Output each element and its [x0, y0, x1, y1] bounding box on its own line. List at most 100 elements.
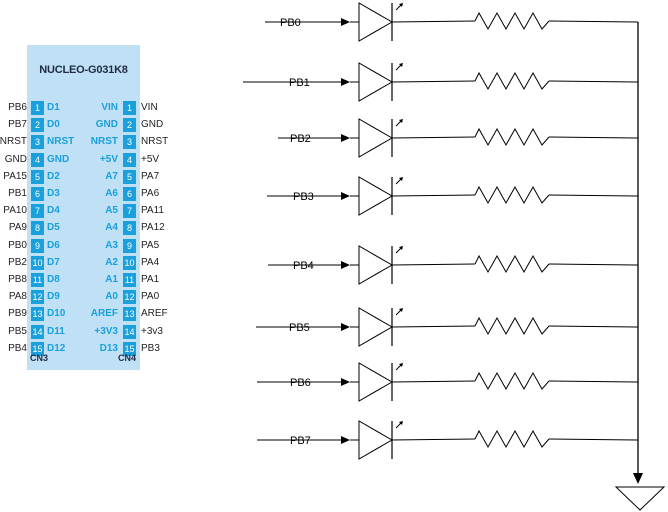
left-pin-inner-label: D5	[47, 222, 60, 234]
right-pin-outer-label: +3v3	[141, 325, 163, 337]
left-pin-outer-label: NRST	[0, 136, 27, 148]
left-pin-inner-label: D6	[47, 239, 60, 251]
right-pin-number: 6	[123, 187, 136, 201]
resistor-output-wire	[548, 194, 639, 197]
resistor-icon	[474, 316, 550, 336]
connector-cn4-label: CN4	[117, 353, 136, 363]
right-pin-inner-label: A4	[105, 222, 118, 234]
input-arrow-icon	[341, 436, 350, 444]
right-pin-inner-label: A2	[105, 256, 118, 268]
right-pin-outer-label: PA6	[141, 188, 160, 199]
right-pin-inner-label: NRST	[90, 136, 118, 148]
resistor-output-wire	[548, 136, 639, 139]
right-pin-inner-label: A7	[105, 170, 118, 182]
led-output-wire	[391, 80, 476, 83]
right-pin-number: 11	[123, 273, 136, 287]
left-pin-outer-label: PB5	[8, 325, 27, 337]
left-pin-number: 4	[31, 152, 44, 167]
led-output-wire	[391, 263, 476, 266]
left-pin-number: 11	[31, 273, 44, 287]
left-pin-outer-label: PB6	[8, 102, 27, 113]
right-pin-inner-label: +5V	[99, 153, 118, 165]
right-pin-inner-label: A3	[105, 239, 118, 251]
left-pin-outer-label: PB0	[8, 239, 27, 251]
left-pin-number: 10	[31, 255, 44, 270]
right-pin-outer-label: PA11	[141, 205, 164, 217]
ground-rail-arrowhead-icon	[633, 473, 643, 484]
resistor-icon	[474, 127, 550, 147]
right-pin-inner-label: D13	[99, 342, 118, 354]
right-pin-inner-label: AREF	[90, 308, 118, 320]
left-pin-inner-label: NRST	[47, 136, 75, 148]
input-arrow-icon	[341, 378, 350, 386]
left-pin-outer-label: PB8	[8, 274, 27, 285]
ground-symbol-icon	[614, 486, 666, 511]
right-pin-outer-label: PA7	[141, 170, 160, 182]
resistor-output-wire	[548, 325, 639, 328]
left-pin-outer-label: GND	[4, 153, 27, 165]
left-pin-number: 7	[31, 204, 44, 219]
input-arrow-icon	[341, 323, 350, 331]
right-pin-inner-label: +3V3	[94, 325, 118, 337]
led-diode-icon	[358, 307, 394, 347]
right-pin-number: 14	[123, 324, 136, 339]
signal-label: PB6	[290, 377, 311, 389]
led-light-arrowhead-icon	[399, 363, 403, 367]
right-pin-outer-label: PA12	[141, 222, 165, 234]
resistor-output-wire	[548, 263, 639, 266]
right-pin-number: 2	[123, 118, 136, 133]
resistor-output-wire	[548, 20, 639, 23]
signal-label: PB3	[293, 191, 314, 203]
led-output-wire	[391, 20, 476, 23]
left-pin-number: 13	[31, 307, 44, 322]
left-pin-inner-label: D8	[47, 274, 60, 285]
led-diode-icon	[358, 2, 394, 42]
signal-label: PB1	[289, 77, 310, 89]
signal-label: PB5	[289, 322, 310, 334]
resistor-icon	[474, 11, 550, 31]
left-pin-number: 8	[31, 221, 44, 236]
led-diode-icon	[358, 118, 394, 158]
right-pin-number: 7	[123, 204, 136, 219]
left-pin-number: 1	[31, 101, 44, 115]
left-pin-inner-label: D1	[47, 102, 60, 113]
led-diode-icon	[358, 362, 394, 402]
resistor-output-wire	[548, 80, 639, 83]
right-pin-number: 15	[123, 341, 136, 356]
led-light-arrowhead-icon	[399, 308, 403, 312]
led-output-wire	[391, 136, 476, 139]
left-pin-inner-label: D0	[47, 119, 60, 131]
left-pin-inner-label: D11	[47, 325, 65, 337]
right-pin-outer-label: PA1	[141, 274, 160, 285]
left-pin-inner-label: D7	[47, 256, 60, 268]
right-pin-inner-label: A1	[105, 274, 118, 285]
left-pin-number: 3	[31, 135, 44, 150]
input-arrow-icon	[341, 134, 350, 142]
left-pin-outer-label: PB9	[8, 308, 27, 320]
input-arrow-icon	[341, 261, 350, 269]
right-pin-outer-label: PA4	[141, 256, 160, 268]
right-pin-number: 12	[123, 290, 136, 305]
left-pin-number: 14	[31, 324, 44, 339]
left-pin-number: 15	[31, 341, 44, 356]
left-pin-inner-label: D9	[47, 291, 60, 303]
right-pin-number: 9	[123, 238, 136, 253]
left-pin-outer-label: PB2	[8, 256, 27, 268]
right-pin-number: 5	[123, 169, 136, 184]
led-light-arrowhead-icon	[399, 63, 403, 67]
led-light-arrowhead-icon	[399, 177, 403, 181]
left-pin-number: 5	[31, 169, 44, 184]
board-title: NUCLEO-G031K8	[39, 64, 128, 76]
right-pin-outer-label: +5V	[141, 153, 160, 165]
resistor-output-wire	[548, 438, 639, 441]
signal-label: PB0	[280, 17, 301, 29]
signal-label: PB7	[290, 435, 311, 447]
right-pin-number: 8	[123, 221, 136, 236]
right-pin-inner-label: VIN	[101, 102, 118, 113]
right-pin-outer-label: VIN	[141, 102, 158, 113]
connector-cn3-label: CN3	[30, 353, 49, 363]
left-pin-number: 12	[31, 290, 44, 305]
right-pin-inner-label: GND	[95, 119, 118, 131]
right-pin-number: 13	[123, 307, 136, 322]
